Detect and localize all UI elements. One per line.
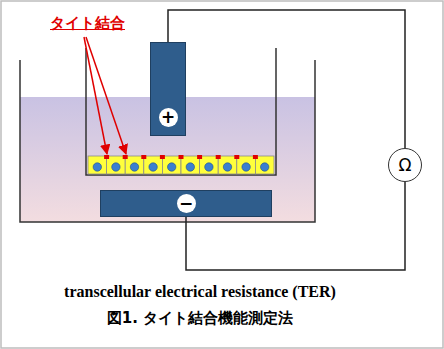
nucleus xyxy=(261,163,269,171)
cell xyxy=(237,156,256,174)
circuit-wire xyxy=(168,10,405,148)
medium xyxy=(20,97,315,222)
tight-junction xyxy=(141,155,146,159)
figure-caption: 図1. タイト結合機能測定法 xyxy=(107,309,293,327)
pointer-arrow xyxy=(84,37,107,154)
cell xyxy=(162,156,181,174)
tight-junction xyxy=(234,155,239,159)
cell xyxy=(255,156,274,174)
nucleus xyxy=(93,163,101,171)
cell xyxy=(107,156,126,174)
nucleus xyxy=(242,163,250,171)
tight-junction xyxy=(253,155,258,159)
cell xyxy=(218,156,237,174)
tight-junction xyxy=(160,155,165,159)
cell xyxy=(144,156,163,174)
nucleus xyxy=(186,163,194,171)
ohmmeter: Ω xyxy=(388,148,422,182)
cell xyxy=(181,156,200,174)
method-name: transcellular electrical resistance (TER… xyxy=(64,282,336,301)
nucleus xyxy=(205,163,213,171)
nucleus xyxy=(112,163,120,171)
electrode-minus: − xyxy=(100,190,272,217)
tight-junction xyxy=(197,155,202,159)
pointer-arrow xyxy=(86,37,126,154)
tight-junction xyxy=(216,155,221,159)
cell xyxy=(200,156,219,174)
nucleus xyxy=(168,163,176,171)
cell-monolayer xyxy=(88,155,274,174)
polarity-sign: − xyxy=(177,194,196,213)
callout-label: タイト結合 xyxy=(50,14,125,32)
tight-junction xyxy=(123,155,128,159)
nucleus xyxy=(130,163,138,171)
tight-junction xyxy=(104,155,109,159)
cell xyxy=(125,156,144,174)
tight-junction xyxy=(179,155,184,159)
nucleus xyxy=(149,163,157,171)
polarity-sign: + xyxy=(159,108,178,127)
nucleus xyxy=(223,163,231,171)
meter-symbol: Ω xyxy=(399,157,412,174)
cell xyxy=(88,156,107,174)
electrode-plus: + xyxy=(150,42,186,136)
